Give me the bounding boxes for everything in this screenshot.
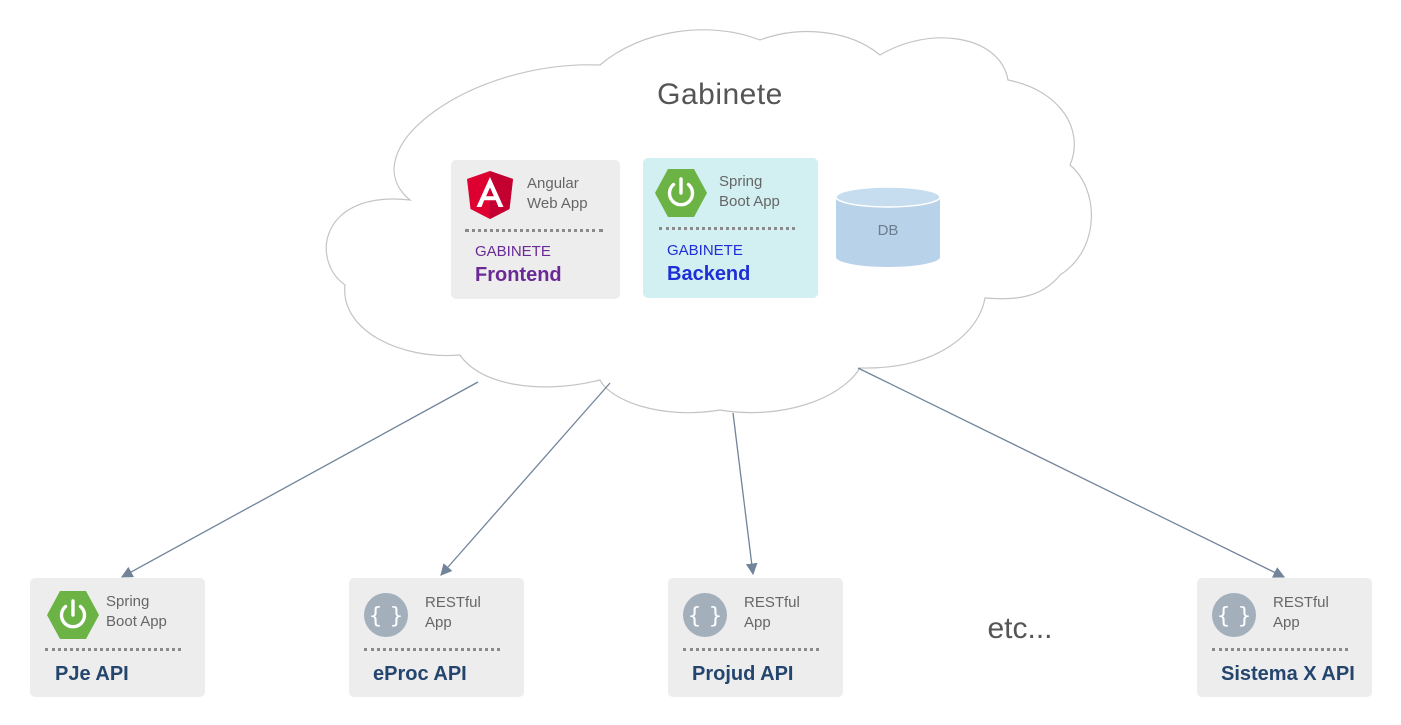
svg-text:{ }: { } — [688, 604, 723, 629]
angular-icon — [467, 171, 513, 224]
api-type-line2: App — [425, 614, 452, 631]
api-card-pje[interactable]: Spring Boot App PJe API — [30, 578, 205, 697]
api-card-sistema-x[interactable]: { } RESTful App Sistema X API — [1197, 578, 1372, 697]
frontend-divider — [465, 229, 603, 232]
svg-text:{ }: { } — [369, 604, 404, 629]
api-type-line1: RESTful — [425, 594, 481, 611]
frontend-type-line1: Angular — [527, 175, 579, 192]
db-cylinder-icon — [835, 186, 941, 267]
svg-text:{ }: { } — [1217, 604, 1252, 629]
api-card-projud[interactable]: { } RESTful App Projud API — [668, 578, 843, 697]
api-divider — [683, 648, 819, 651]
curly-braces-icon: { } — [683, 593, 727, 642]
etc-label: etc... — [987, 612, 1053, 645]
backend-subtitle: GABINETE — [667, 242, 743, 259]
api-type-line1: Spring — [106, 593, 150, 610]
api-name-projud: Projud API — [692, 663, 794, 685]
spring-power-icon — [47, 591, 99, 644]
backend-type-line2: Boot App — [719, 193, 780, 210]
spring-power-icon — [655, 169, 707, 222]
api-divider — [45, 648, 181, 651]
db-label: DB — [877, 222, 899, 239]
cloud-title: Gabinete — [657, 78, 783, 111]
backend-card[interactable]: Spring Boot App GABINETE Backend — [643, 158, 818, 298]
api-type-line1: RESTful — [744, 594, 800, 611]
api-divider — [1212, 648, 1348, 651]
backend-name: Backend — [667, 263, 751, 285]
connector-sistema-x — [857, 367, 1286, 578]
curly-braces-icon: { } — [1212, 593, 1256, 642]
api-name-eproc: eProc API — [373, 663, 467, 685]
frontend-type-line2: Web App — [527, 195, 588, 212]
connector-pje — [120, 381, 479, 578]
connector-projud — [732, 412, 758, 576]
api-type-line1: RESTful — [1273, 594, 1329, 611]
api-card-eproc[interactable]: { } RESTful App eProc API — [349, 578, 524, 697]
frontend-card[interactable]: Angular Web App GABINETE Frontend — [451, 160, 620, 299]
curly-braces-icon: { } — [364, 593, 408, 642]
api-name-pje: PJe API — [55, 663, 129, 685]
api-divider — [364, 648, 500, 651]
api-type-line2: App — [1273, 614, 1300, 631]
backend-type-line1: Spring — [719, 173, 763, 190]
api-name-sistema-x: Sistema X API — [1221, 663, 1355, 685]
api-type-line2: App — [744, 614, 771, 631]
api-type-line2: Boot App — [106, 613, 167, 630]
frontend-name: Frontend — [475, 264, 562, 286]
backend-divider — [659, 227, 795, 230]
connector-eproc — [440, 382, 611, 576]
frontend-subtitle: GABINETE — [475, 243, 551, 260]
